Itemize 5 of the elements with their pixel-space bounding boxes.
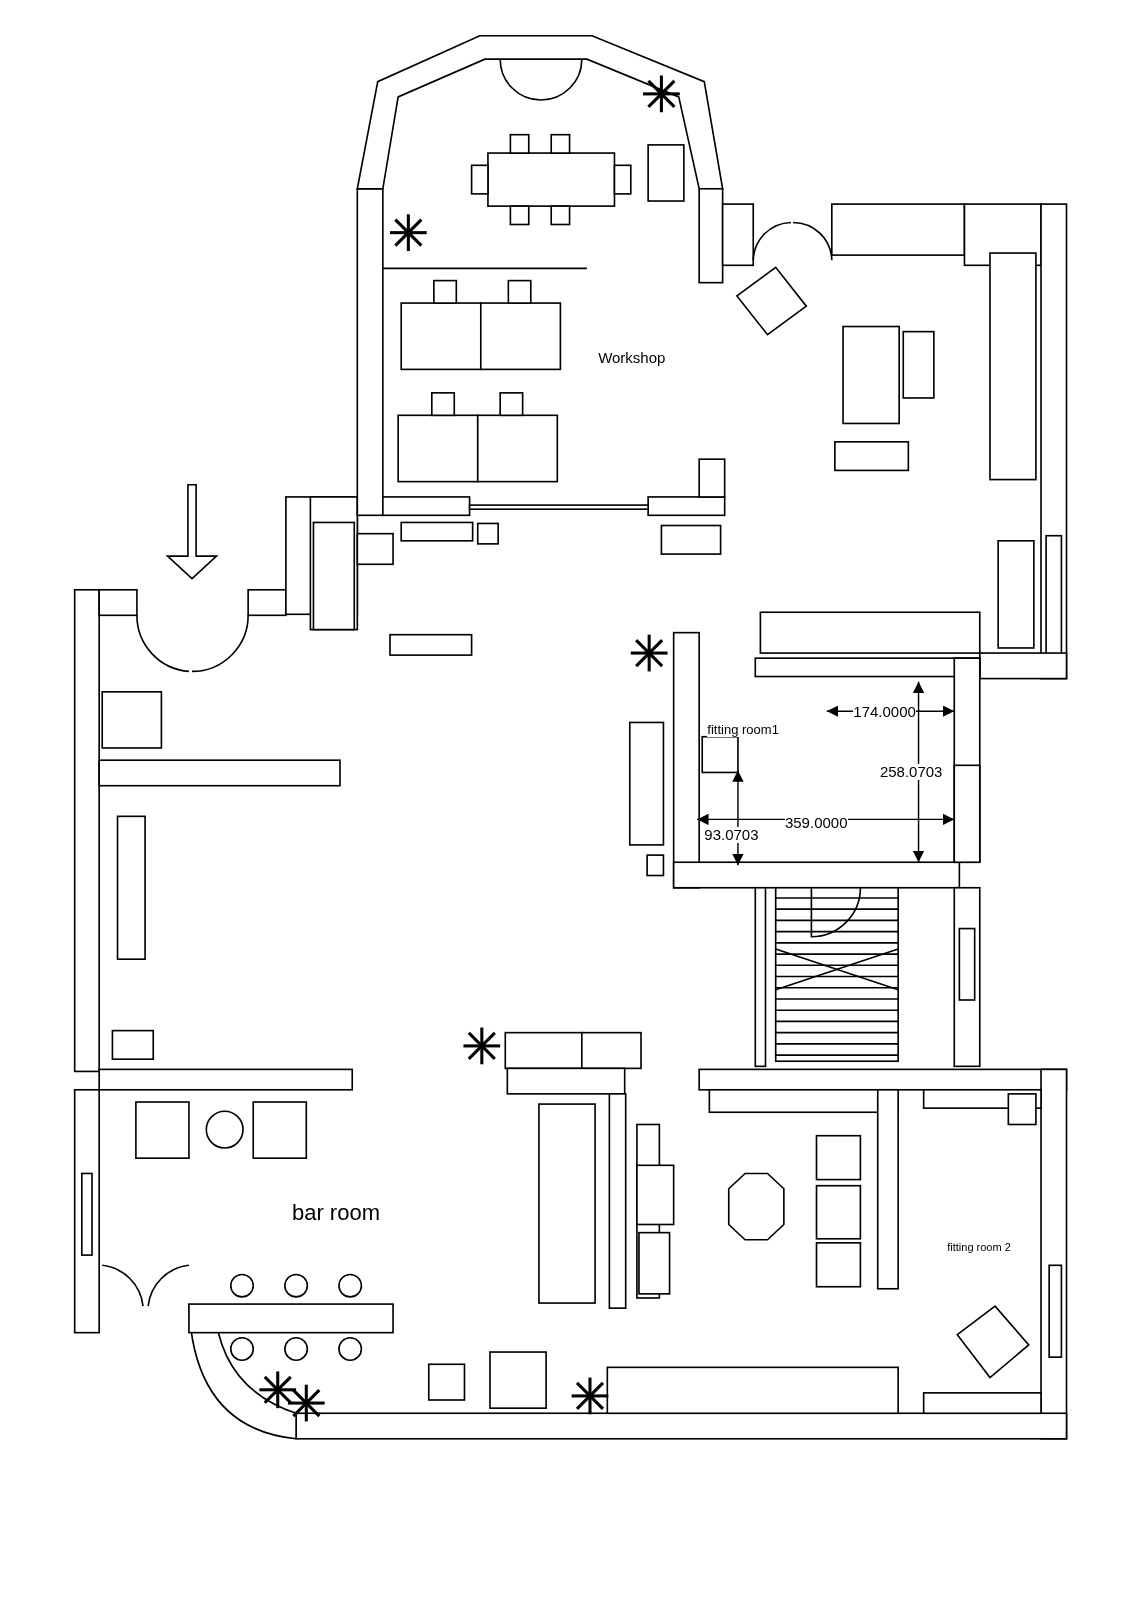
dimension-label: 93.0703 <box>704 826 759 844</box>
room-label: Workshop <box>598 350 666 367</box>
room-label: fitting room1 <box>707 722 779 737</box>
dimension-label: 258.0703 <box>879 763 943 780</box>
room-label: fitting room 2 <box>947 1241 1011 1254</box>
